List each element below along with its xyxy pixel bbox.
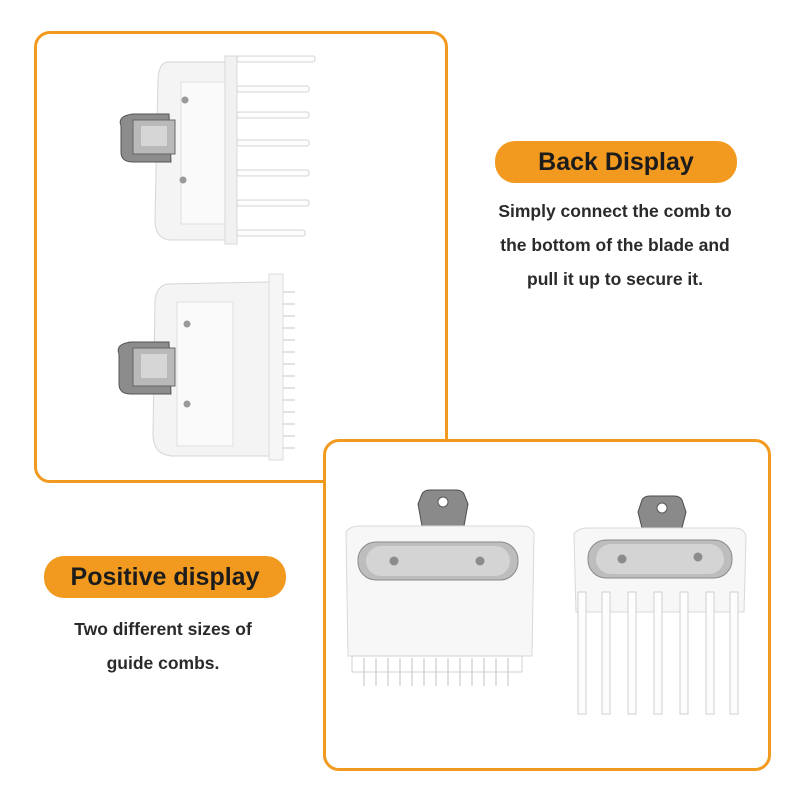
back-display-label: Back Display bbox=[495, 141, 737, 183]
back-description-line: pull it up to secure it. bbox=[527, 269, 703, 289]
back-display-photo bbox=[34, 31, 448, 483]
positive-display-label: Positive display bbox=[44, 556, 286, 598]
back-description-line: the bottom of the blade and bbox=[500, 235, 730, 255]
positive-display-description: Two different sizes of guide combs. bbox=[28, 612, 298, 680]
long-guide-comb-front-image bbox=[573, 495, 747, 715]
front-description-line: guide combs. bbox=[106, 653, 220, 673]
short-guide-comb-front-image bbox=[345, 489, 535, 686]
positive-display-photo bbox=[323, 439, 771, 771]
back-display-description: Simply connect the comb to the bottom of… bbox=[465, 194, 765, 296]
front-description-line: Two different sizes of bbox=[74, 619, 252, 639]
short-guide-comb-back-image bbox=[117, 273, 295, 461]
back-description-line: Simply connect the comb to bbox=[498, 201, 732, 221]
long-guide-comb-back-image bbox=[119, 55, 316, 245]
